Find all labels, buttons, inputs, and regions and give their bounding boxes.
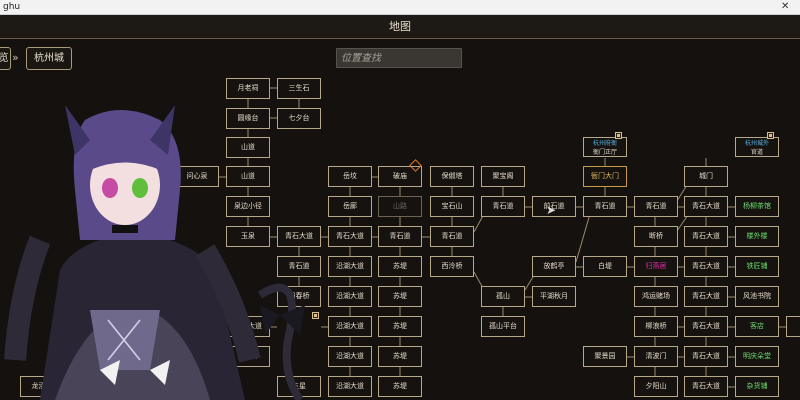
- map-node[interactable]: 青石道: [634, 196, 678, 217]
- page-title: 地图: [389, 20, 411, 33]
- map-node[interactable]: 聚宝阁: [481, 166, 525, 187]
- map-node[interactable]: 月老祠: [226, 78, 270, 99]
- map-node[interactable]: 泉边小径: [226, 196, 270, 217]
- breadcrumb-prev[interactable]: 览: [0, 47, 11, 70]
- map-node[interactable]: 断桥: [634, 226, 678, 247]
- map-node[interactable]: 沿湖大道: [328, 316, 372, 337]
- map-node-city-outskirts[interactable]: 杭州城外 官道: [735, 137, 779, 157]
- map-node[interactable]: 青石道: [378, 226, 422, 247]
- map-node-city-gate[interactable]: 城门: [684, 166, 728, 187]
- map-node[interactable]: 孤山平台: [481, 316, 525, 337]
- mouse-cursor-icon: ➤: [546, 203, 557, 217]
- map-node[interactable]: 前石道: [532, 196, 576, 217]
- map-node[interactable]: 杂货铺: [735, 376, 779, 397]
- map-node[interactable]: 三生石: [277, 78, 321, 99]
- node-region-label: 杭州府衙: [592, 140, 617, 147]
- map-node[interactable]: 聚景园: [583, 346, 627, 367]
- map-node[interactable]: 鸿运赌场: [634, 286, 678, 307]
- map-node[interactable]: 青石大道: [684, 226, 728, 247]
- map-node[interactable]: 柳浪桥: [634, 316, 678, 337]
- map-node[interactable]: 苏堤: [378, 286, 422, 307]
- character-portrait: [4, 105, 305, 400]
- window-titlebar: ghu ✕: [0, 0, 800, 15]
- map-node-offscreen[interactable]: [786, 316, 800, 337]
- breadcrumb-separator-icon: »: [12, 51, 19, 64]
- map-node[interactable]: 铁匠铺: [735, 256, 779, 277]
- map-node[interactable]: 青石大道: [684, 256, 728, 277]
- map-node[interactable]: 沿湖大道: [328, 376, 372, 397]
- map-node[interactable]: 青石道: [277, 256, 321, 277]
- map-node[interactable]: 明庆朵堂: [735, 346, 779, 367]
- window-title: ghu: [3, 2, 21, 12]
- map-node[interactable]: 宝石山: [430, 196, 474, 217]
- node-label: 官道: [750, 149, 763, 156]
- map-node[interactable]: 青石大道: [277, 226, 321, 247]
- map-node[interactable]: 苏堤: [378, 256, 422, 277]
- map-node[interactable]: 夕阳山: [634, 376, 678, 397]
- map-node[interactable]: 岳廊: [328, 196, 372, 217]
- map-node[interactable]: 青石大道: [684, 316, 728, 337]
- map-node[interactable]: 放鹤亭: [532, 256, 576, 277]
- map-node[interactable]: 青石道: [583, 196, 627, 217]
- breadcrumb-current[interactable]: 杭州城: [26, 47, 72, 70]
- map-node[interactable]: 保俶塔: [430, 166, 474, 187]
- map-node-yamen-hall[interactable]: 杭州府衙 衙门正厅: [583, 137, 627, 157]
- map-node[interactable]: 青石道: [430, 226, 474, 247]
- character-figure: [4, 105, 305, 400]
- map-node[interactable]: 玉泉: [226, 226, 270, 247]
- close-icon[interactable]: ✕: [781, 1, 790, 12]
- map-node-yamen-gate[interactable]: 衙门大门: [583, 166, 627, 187]
- map-node[interactable]: 风池书院: [735, 286, 779, 307]
- map-node[interactable]: 山道: [226, 137, 270, 158]
- exit-marker-icon: [312, 312, 319, 319]
- map-node[interactable]: 客店: [735, 316, 779, 337]
- map-node[interactable]: 圆缘台: [226, 108, 270, 129]
- map-node[interactable]: 青石大道: [684, 346, 728, 367]
- map-node[interactable]: 破庙: [378, 166, 422, 187]
- search-input[interactable]: [336, 48, 462, 68]
- map-node[interactable]: 七夕台: [277, 108, 321, 129]
- map-node[interactable]: 山道: [226, 166, 270, 187]
- map-node[interactable]: 岳坟: [328, 166, 372, 187]
- map-node[interactable]: 青石大道: [684, 376, 728, 397]
- map-node[interactable]: 山路: [378, 196, 422, 217]
- node-label: 衙门正厅: [592, 149, 617, 156]
- map-node[interactable]: 楼外楼: [735, 226, 779, 247]
- map-node[interactable]: 沿湖大道: [328, 286, 372, 307]
- map-node[interactable]: 青石道: [481, 196, 525, 217]
- map-node[interactable]: 青石大道: [328, 226, 372, 247]
- map-node[interactable]: 苏堤: [378, 316, 422, 337]
- map-node[interactable]: 杨柳茶馆: [735, 196, 779, 217]
- exit-marker-icon: [615, 132, 622, 139]
- map-node[interactable]: 沿湖大道: [328, 256, 372, 277]
- map-node[interactable]: 青石大道: [684, 196, 728, 217]
- map-node[interactable]: 西泠桥: [430, 256, 474, 277]
- map-node[interactable]: 青石大道: [684, 286, 728, 307]
- map-node[interactable]: 平湖秋月: [532, 286, 576, 307]
- map-node[interactable]: 苏堤: [378, 346, 422, 367]
- map-header: 地图: [0, 15, 800, 39]
- exit-marker-icon: [767, 132, 774, 139]
- map-node[interactable]: 白堤: [583, 256, 627, 277]
- map-node[interactable]: 归燕居: [634, 256, 678, 277]
- node-region-label: 杭州城外: [744, 140, 769, 147]
- map-node[interactable]: 孤山: [481, 286, 525, 307]
- map-node[interactable]: 清波门: [634, 346, 678, 367]
- map-node[interactable]: 苏堤: [378, 376, 422, 397]
- map-node[interactable]: 沿湖大道: [328, 346, 372, 367]
